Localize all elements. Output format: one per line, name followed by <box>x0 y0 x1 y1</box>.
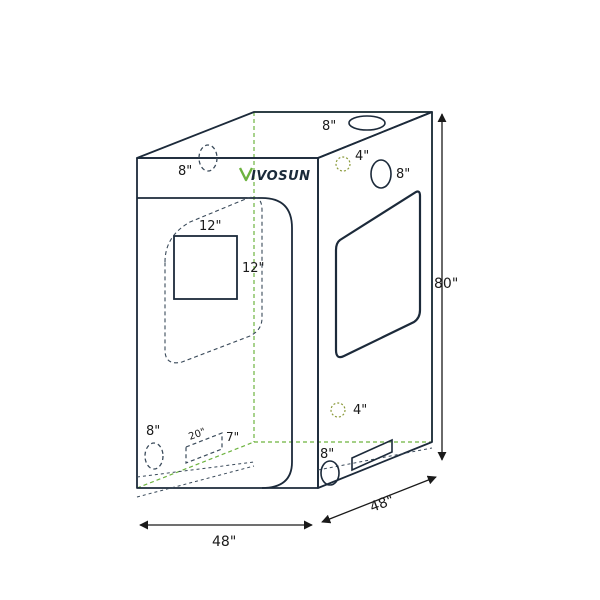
tent-side-face <box>317 111 433 489</box>
brand-logo: IVOSUN <box>238 167 311 184</box>
brand-leaf-icon <box>238 167 254 182</box>
front-bottom-vent-icon <box>144 442 164 470</box>
tent-top-face <box>136 111 433 159</box>
brand-text: IVOSUN <box>251 169 311 184</box>
floor-lines <box>136 447 433 498</box>
door-flap-outline <box>164 196 263 364</box>
tray-length-label: 20" <box>187 427 207 443</box>
front-bottom-vent-label: 8" <box>146 424 160 439</box>
top-left-vent-label: 8" <box>178 164 192 179</box>
side-lower-small-label: 4" <box>353 403 367 418</box>
side-lower-small-port-icon <box>330 402 346 418</box>
side-upper-large-port-icon <box>370 159 392 189</box>
front-door-zipper <box>137 197 293 489</box>
floor-line-2 <box>136 465 255 498</box>
width-label: 48" <box>212 534 236 550</box>
tray-width-label: 7" <box>226 430 239 444</box>
front-window <box>173 235 238 300</box>
side-upper-small-port-icon <box>335 156 351 172</box>
side-bottom-vent-label: 8" <box>320 447 334 462</box>
floor-line-1 <box>136 461 255 478</box>
window-height-label: 12" <box>242 261 265 276</box>
top-right-vent-label: 8" <box>322 119 336 134</box>
depth-arrow <box>321 475 437 524</box>
side-window <box>334 190 422 359</box>
dimension-arrows <box>139 113 447 530</box>
side-upper-large-label: 8" <box>396 167 410 182</box>
top-left-vent-icon <box>198 144 218 172</box>
tent-outline <box>136 111 433 489</box>
window-width-label: 12" <box>199 219 222 234</box>
side-upper-small-label: 4" <box>355 149 369 164</box>
side-bottom-slot-icon <box>351 438 393 472</box>
height-label: 80" <box>434 276 458 292</box>
top-right-vent-icon <box>348 115 386 131</box>
tray-outline-icon <box>185 432 223 464</box>
side-bottom-vent-icon <box>320 460 340 486</box>
depth-label: 48" <box>368 492 396 515</box>
